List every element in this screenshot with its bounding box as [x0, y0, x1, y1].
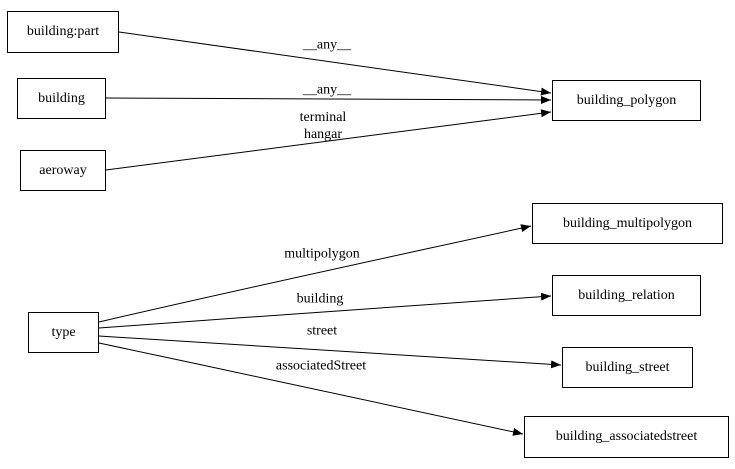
edge-label-any-building: __any__ [302, 82, 352, 98]
edge-label-street: street [306, 323, 338, 339]
node-building-part: building:part [7, 11, 119, 53]
node-building-street: building_street [562, 347, 693, 388]
edge-label-terminal: terminal [299, 110, 347, 125]
edge-label-hangar: hangar [303, 127, 343, 142]
node-building-associatedstreet-label: building_associatedstreet [555, 429, 698, 444]
node-building-label: building [38, 90, 85, 106]
edge-aeroway-to-building-polygon [105, 109, 552, 171]
node-building-multipolygon-label: building_multipolygon [562, 215, 693, 231]
edge-building-to-building-polygon [105, 95, 552, 104]
edge-type-to-building-street [98, 335, 562, 369]
node-building-relation-label: building_relation [578, 287, 675, 303]
node-building-relation: building_relation [552, 275, 701, 316]
node-building-street-label: building_street [585, 359, 670, 375]
edge-label-multipolygon: multipolygon [284, 246, 360, 262]
edge-label-any-building-part: __any__ [302, 37, 352, 53]
edge-label-terminal-hangar: terminal hangar [300, 109, 347, 143]
node-building-associatedstreet: building_associatedstreet [524, 416, 729, 458]
edge-type-to-building-associatedstreet [98, 342, 524, 436]
edge-label-associatedstreet: associatedStreet [275, 358, 367, 374]
node-aeroway: aeroway [20, 150, 106, 191]
edge-type-to-building-relation [98, 292, 552, 329]
edge-type-to-building-multipolygon [98, 224, 532, 323]
node-type-label: type [51, 324, 76, 340]
node-aeroway-label: aeroway [39, 162, 87, 178]
node-building-part-label: building:part [26, 24, 100, 39]
node-building-multipolygon: building_multipolygon [532, 203, 723, 244]
node-building-polygon-label: building_polygon [576, 92, 677, 108]
node-type: type [28, 312, 99, 353]
edge-label-building: building [296, 291, 344, 307]
node-building: building [17, 78, 106, 119]
node-building-polygon: building_polygon [552, 80, 701, 121]
